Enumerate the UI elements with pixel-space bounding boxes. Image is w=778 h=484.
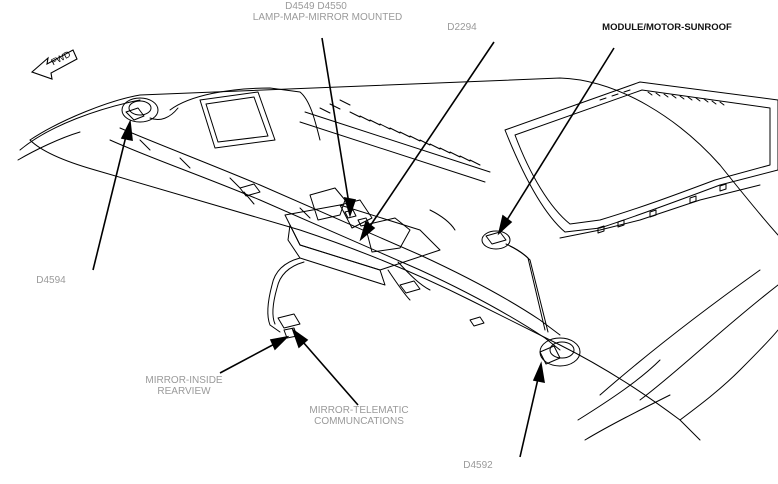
headliner-front-edge — [29, 139, 701, 441]
sunroof-motor — [481, 230, 549, 333]
label-d4592: D4592 — [463, 460, 493, 471]
label-mirror-inside-rearview: MIRROR-INSIDE REARVIEW — [145, 375, 223, 397]
fwd-arrow-icon — [30, 49, 78, 80]
overhead-console — [284, 187, 441, 301]
label-module-motor-sunroof: MODULE/MOTOR-SUNROOF — [602, 22, 732, 33]
roof-ribs — [299, 99, 491, 183]
clip-right — [399, 280, 421, 294]
clip-left — [239, 183, 261, 205]
leader-lines — [92, 37, 615, 458]
left-mount — [121, 97, 179, 123]
sunroof-opening — [504, 81, 778, 233]
mirror-harness — [267, 257, 305, 339]
label-mirror-telematic: MIRROR-TELEMATIC COMMUNCATIONS — [309, 405, 409, 427]
label-d4594: D4594 — [36, 275, 66, 286]
roof-panel — [199, 91, 276, 149]
label-lamp-map-mirror: LAMP-MAP-MIRROR MOUNTED — [252, 12, 403, 23]
header-band — [119, 127, 561, 336]
headliner-outline — [29, 77, 778, 236]
label-lamp-ids: D4549 D4550 — [285, 1, 347, 12]
clip-far-right — [469, 316, 485, 327]
sunroof-trim-ticks — [597, 91, 727, 234]
label-d2294: D2294 — [447, 22, 477, 33]
right-mount — [539, 337, 581, 367]
